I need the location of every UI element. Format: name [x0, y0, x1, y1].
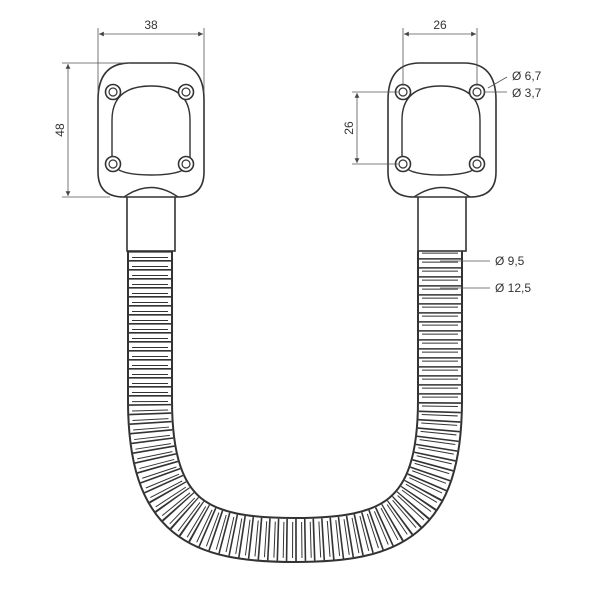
mounting-holes — [394, 83, 486, 173]
dimension-plate-height: 48 — [53, 62, 130, 198]
plate-width-label: 38 — [144, 18, 158, 32]
mounting-holes — [104, 83, 195, 173]
hole-inner-diameter-label: Ø 3,7 — [512, 86, 542, 100]
plate-height-label: 48 — [53, 123, 67, 137]
hole-spacing-h-label: 26 — [433, 18, 447, 32]
hose-inner-diameter-label: Ø 9,5 — [495, 254, 525, 268]
dimension-hole-spacing-v: 26 — [342, 91, 398, 165]
right-mounting-plate — [387, 62, 497, 252]
dimension-hole-spacing-h: 26 — [402, 18, 478, 86]
hose-outer-diameter-label: Ø 12,5 — [495, 281, 531, 295]
right-neck — [417, 195, 467, 252]
hole-outer-diameter-label: Ø 6,7 — [512, 69, 542, 83]
hole-spacing-v-label: 26 — [342, 121, 356, 135]
left-neck — [126, 195, 176, 252]
leaders: Ø 6,7 Ø 3,7 Ø 9,5 Ø 12,5 — [440, 69, 542, 295]
dimension-plate-width: 38 — [97, 18, 205, 92]
flexible-hose — [127, 251, 463, 564]
left-mounting-plate — [97, 62, 205, 252]
